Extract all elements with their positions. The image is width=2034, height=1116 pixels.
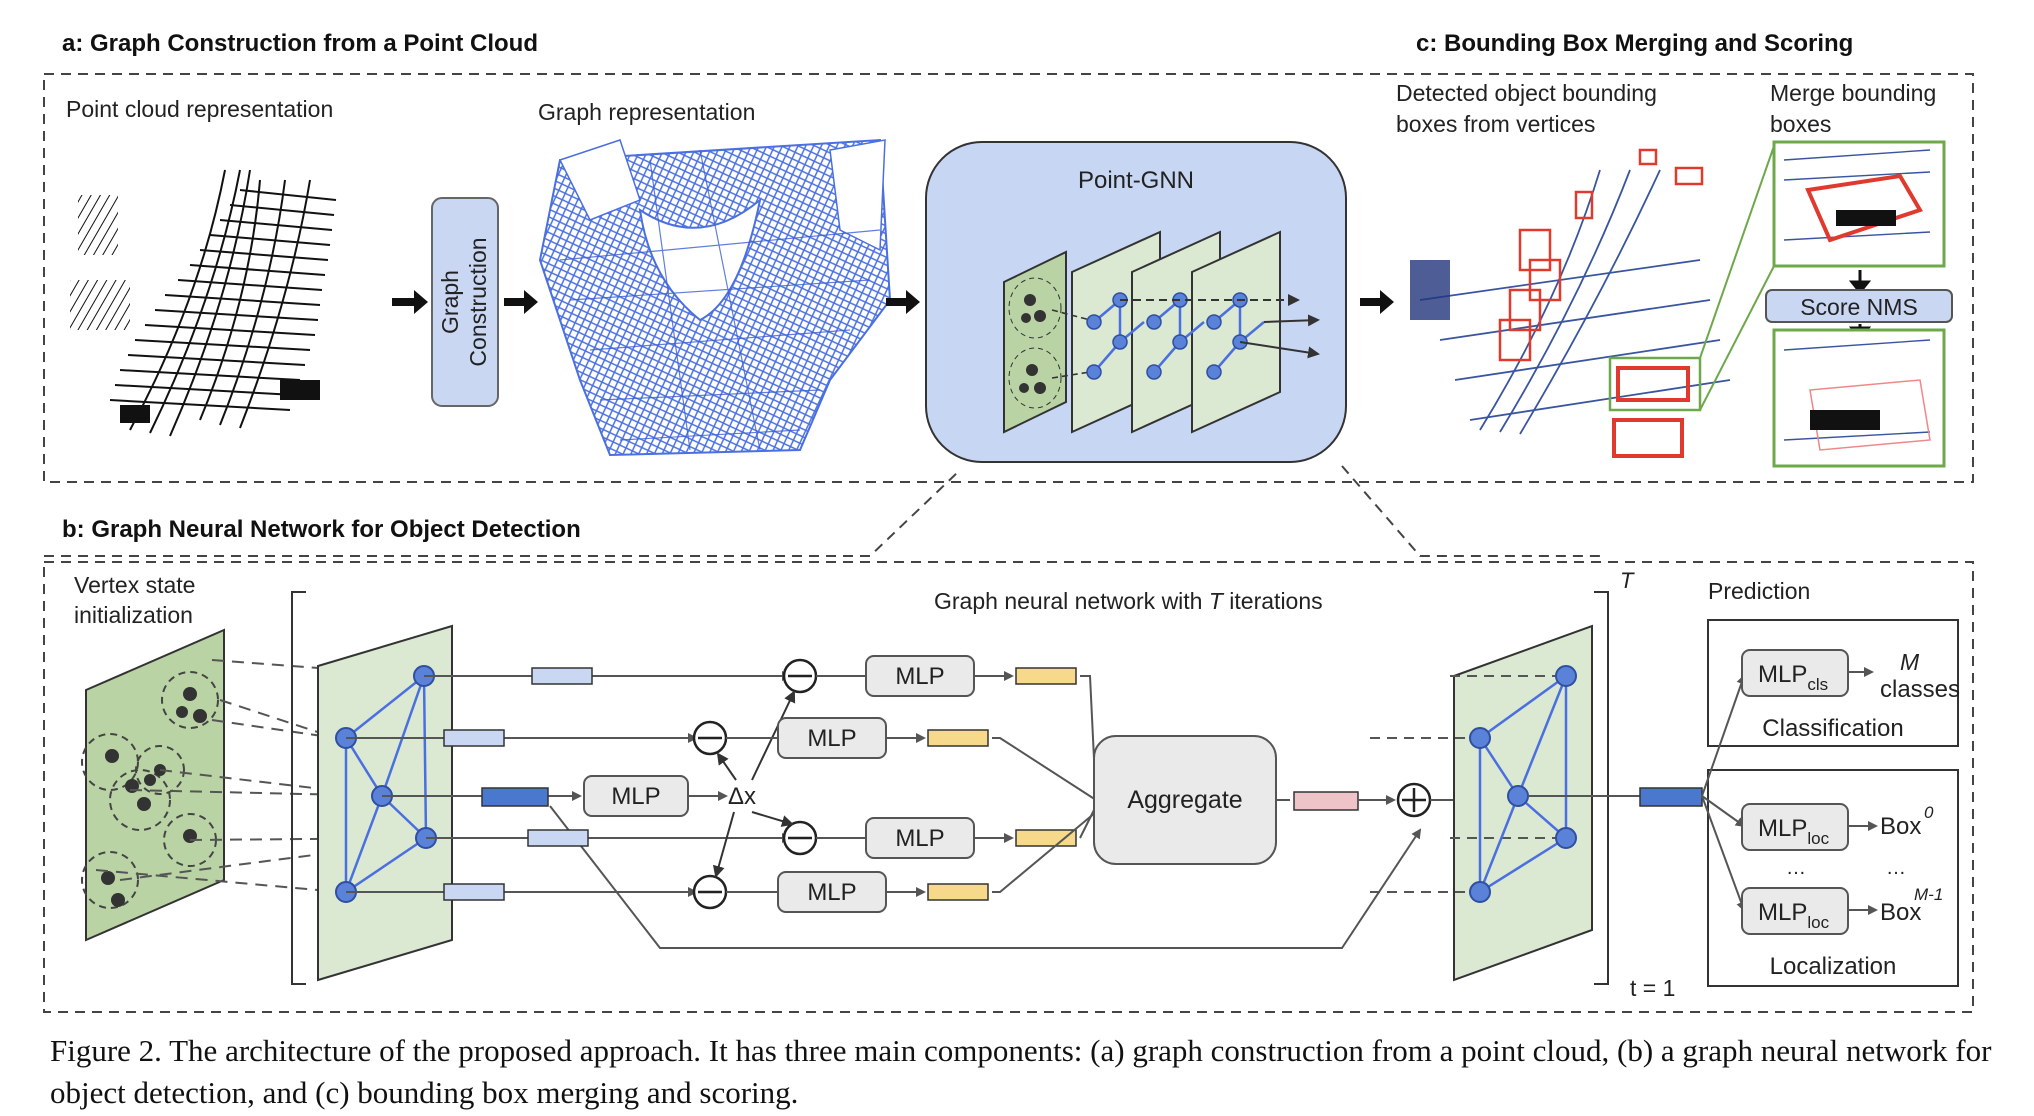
vertex-state-feature bbox=[481, 787, 549, 807]
arrow-icon bbox=[392, 290, 428, 314]
graph-representation-label: Graph representation bbox=[538, 99, 756, 125]
vertex-init-label-line2: initialization bbox=[74, 602, 193, 628]
point-gnn-layers bbox=[1003, 230, 1320, 434]
edge-mlp-label-2: MLP bbox=[807, 725, 856, 752]
graph-panel-left bbox=[317, 624, 453, 982]
figure-caption: Figure 2. The architecture of the propos… bbox=[50, 1033, 1992, 1110]
classes-label: classes bbox=[1880, 676, 1960, 703]
delta-x-label: Δx bbox=[728, 783, 756, 810]
edge-mlp-label-3: MLP bbox=[895, 825, 944, 852]
arrow-icon bbox=[1360, 290, 1394, 314]
section-c-title: c: Bounding Box Merging and Scoring bbox=[1416, 30, 1854, 57]
section-a-c-frame bbox=[43, 73, 1974, 483]
prediction-mlp-boxes bbox=[1741, 649, 1849, 935]
merged-box-image-top bbox=[1772, 140, 1946, 268]
box0-label: Box bbox=[1880, 813, 1921, 840]
prediction-label: Prediction bbox=[1708, 578, 1811, 604]
boxM-sup: M-1 bbox=[1914, 885, 1943, 904]
merge-boxes-label-line1: Merge bounding bbox=[1770, 80, 1937, 106]
section-a-title: a: Graph Construction from a Point Cloud bbox=[62, 30, 538, 57]
point-cloud-image bbox=[60, 140, 414, 458]
ellipsis-1: … bbox=[1786, 857, 1806, 879]
graph-construction-label-1: Graph bbox=[437, 270, 463, 334]
detected-boxes-label-line2: boxes from vertices bbox=[1396, 111, 1596, 137]
classification-label: Classification bbox=[1762, 715, 1903, 742]
vertex-init-panel bbox=[81, 628, 225, 942]
aggregated-feature bbox=[1293, 791, 1359, 811]
aggregate-label: Aggregate bbox=[1127, 786, 1242, 814]
box0-sup: 0 bbox=[1924, 803, 1934, 822]
detected-boxes-image bbox=[1398, 146, 1752, 462]
ellipsis-2: … bbox=[1886, 857, 1906, 879]
score-nms-box bbox=[1765, 289, 1953, 323]
boxM-label: Box bbox=[1880, 899, 1921, 926]
merged-box-image-bottom bbox=[1772, 328, 1946, 468]
point-gnn-label: Point-GNN bbox=[1078, 167, 1194, 194]
edge-mlp-label-1: MLP bbox=[895, 663, 944, 690]
localization-panel bbox=[1707, 769, 1959, 987]
classes-M: M bbox=[1900, 649, 1920, 675]
localization-label: Localization bbox=[1770, 953, 1897, 980]
merge-boxes-label-line2: boxes bbox=[1770, 111, 1832, 137]
final-vertex-feature bbox=[1639, 787, 1703, 807]
mlp-center bbox=[583, 775, 689, 817]
arrow-icon bbox=[504, 290, 538, 314]
graph-construction-label-2: Construction bbox=[465, 237, 491, 366]
input-feature-boxes bbox=[443, 667, 593, 901]
vertex-init-label-line1: Vertex state bbox=[74, 572, 196, 598]
gnn-iterations-label: Graph neural network with T iterations bbox=[934, 588, 1323, 614]
classification-panel bbox=[1707, 619, 1959, 747]
point-cloud-label: Point cloud representation bbox=[66, 96, 334, 122]
t-equals-1-label: t = 1 bbox=[1630, 975, 1675, 1001]
graph-construction-box bbox=[431, 197, 499, 407]
graph-representation-image bbox=[538, 138, 892, 462]
detected-boxes-label-line1: Detected object bounding bbox=[1396, 80, 1657, 106]
arrow-icon bbox=[886, 290, 920, 314]
add-operator bbox=[1396, 782, 1432, 818]
score-nms-label: Score NMS bbox=[1800, 294, 1918, 320]
edge-feature-boxes bbox=[927, 667, 1077, 901]
T-superscript: T bbox=[1620, 568, 1635, 593]
edge-mlp-label-4: MLP bbox=[807, 879, 856, 906]
graph-panel-right bbox=[1370, 624, 1593, 982]
edge-mlp-boxes bbox=[777, 655, 975, 913]
section-b-title: b: Graph Neural Network for Object Detec… bbox=[62, 516, 581, 543]
mlp-center-label: MLP bbox=[611, 783, 660, 810]
